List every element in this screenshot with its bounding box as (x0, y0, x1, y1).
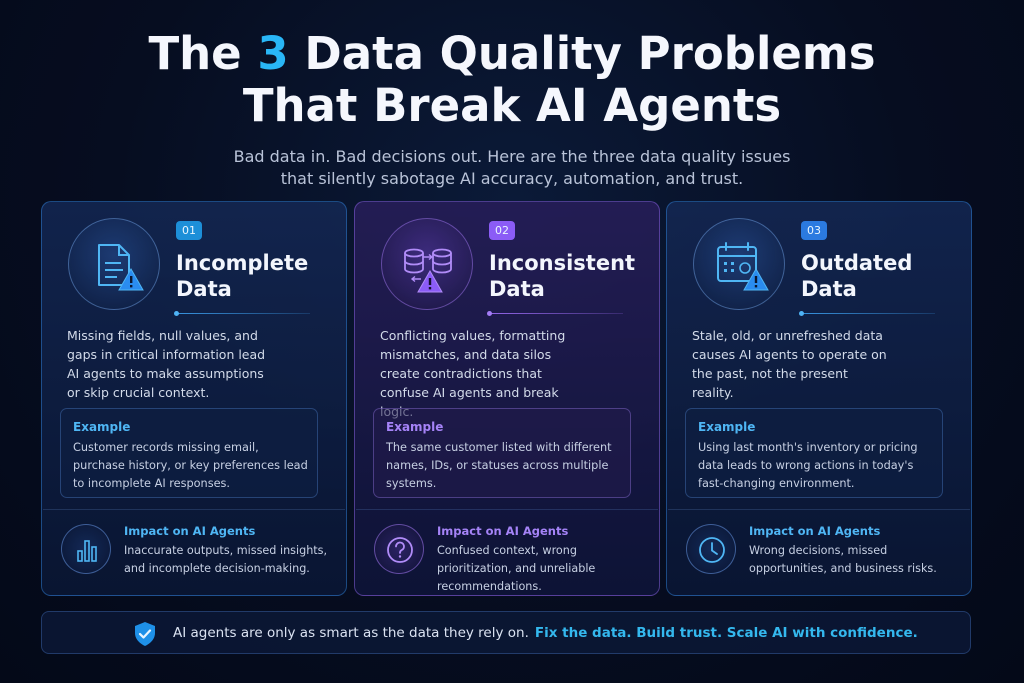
impact-text: Confused context, wrong prioritization, … (437, 544, 596, 593)
card-title: Outdated Data (801, 250, 961, 302)
impact-label: Impact on AI Agents (437, 524, 569, 538)
database-sync-warning-icon (381, 218, 473, 310)
card-title-line-2: Data (489, 277, 545, 301)
subtitle-line-1: Bad data in. Bad decisions out. Here are… (233, 147, 791, 166)
impact-divider (356, 509, 658, 510)
example-label: Example (698, 420, 756, 434)
card-title-line-1: Incomplete (176, 251, 309, 275)
title-number: 3 (257, 27, 289, 80)
title-line-1-rest: Data Quality Problems (304, 27, 876, 80)
bar-chart-icon (61, 524, 111, 574)
example-box: Example Using last month's inventory or … (685, 408, 943, 498)
card-number-badge: 03 (801, 221, 827, 240)
example-box: Example The same customer listed with di… (373, 408, 631, 498)
subtitle-line-2: that silently sabotage AI accuracy, auto… (280, 169, 744, 188)
card-title-line-2: Data (176, 277, 232, 301)
footer-banner: AI agents are only as smart as the data … (41, 611, 971, 654)
example-label: Example (73, 420, 131, 434)
impact-label: Impact on AI Agents (749, 524, 881, 538)
card-title-line-1: Outdated (801, 251, 913, 275)
title-divider (487, 311, 623, 316)
calendar-warning-icon (693, 218, 785, 310)
page-title: The 3 Data Quality Problems That Break A… (0, 28, 1024, 132)
impact-label: Impact on AI Agents (124, 524, 256, 538)
example-text: The same customer listed with different … (386, 441, 612, 490)
card-description: Missing fields, null values, and gaps in… (67, 328, 266, 400)
question-icon (374, 524, 424, 574)
card-incomplete-data: 01 Incomplete Data Missing fields, null … (41, 201, 347, 596)
footer-statement: AI agents are only as smart as the data … (173, 625, 529, 641)
impact-text: Wrong decisions, missed opportunities, a… (749, 544, 937, 575)
shield-check-icon (133, 621, 157, 651)
footer-call-to-action: Fix the data. Build trust. Scale AI with… (534, 625, 918, 641)
card-title: Inconsistent Data (489, 250, 649, 302)
card-description: Conflicting values, formatting mismatche… (380, 328, 566, 419)
title-line-2: That Break AI Agents (242, 79, 782, 132)
subtitle: Bad data in. Bad decisions out. Here are… (0, 146, 1024, 190)
example-text: Customer records missing email, purchase… (73, 441, 308, 490)
example-label: Example (386, 420, 444, 434)
footer-text: AI agents are only as smart as the data … (173, 624, 918, 642)
title-word-the: The (148, 27, 242, 80)
card-title: Incomplete Data (176, 250, 336, 302)
example-text: Using last month's inventory or pricing … (698, 441, 918, 490)
clock-icon (686, 524, 736, 574)
example-box: Example Customer records missing email, … (60, 408, 318, 498)
title-line-1: The 3 Data Quality Problems (0, 28, 1024, 80)
card-outdated-data: 03 Outdated Data Stale, old, or unrefres… (666, 201, 972, 596)
card-description: Stale, old, or unrefreshed data causes A… (692, 328, 887, 400)
card-inconsistent-data: 02 Inconsistent Data Conflicting values,… (354, 201, 660, 596)
impact-divider (43, 509, 345, 510)
card-number-badge: 02 (489, 221, 515, 240)
title-divider (799, 311, 935, 316)
document-warning-icon (68, 218, 160, 310)
card-number-badge: 01 (176, 221, 202, 240)
title-divider (174, 311, 310, 316)
card-title-line-1: Inconsistent (489, 251, 636, 275)
impact-divider (668, 509, 970, 510)
card-title-line-2: Data (801, 277, 857, 301)
impact-text: Inaccurate outputs, missed insights, and… (124, 544, 328, 575)
